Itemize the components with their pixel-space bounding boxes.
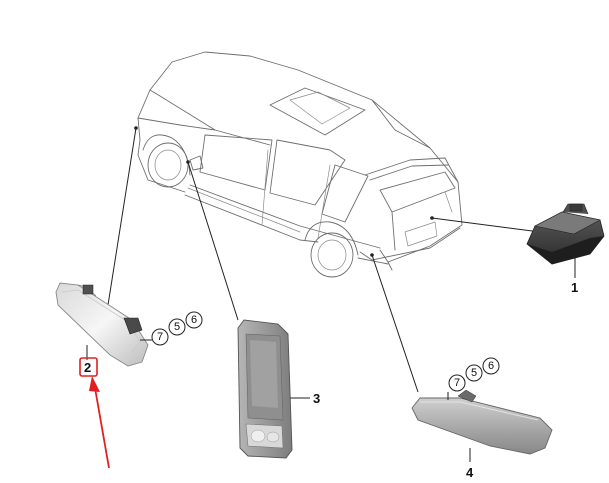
part-4-number: 4	[466, 465, 474, 480]
red-pointer-arrow	[89, 376, 110, 469]
anchor-dot-part-1	[430, 216, 434, 220]
part-4-ref-5: 5	[471, 367, 477, 379]
anchor-dot-part-3	[186, 160, 190, 164]
part-4-reference-circles: 7 5 6	[448, 357, 500, 392]
part-2-reference-circles: 7 5 6	[151, 311, 203, 346]
part-2-ref-5: 5	[174, 321, 180, 333]
leader-part-3	[187, 161, 239, 321]
part-2-number: 2	[84, 360, 91, 375]
part-3-number: 3	[313, 391, 320, 406]
part-2-ref-7: 7	[157, 331, 163, 343]
leader-part-4	[371, 254, 419, 393]
anchor-dot-part-2	[134, 126, 138, 130]
anchor-dot-part-4	[370, 253, 374, 257]
highlight-box	[79, 357, 98, 377]
leader-part-1	[431, 217, 541, 233]
part-4-ref-7: 7	[454, 377, 460, 389]
part-2-side-marker-lamp	[55, 282, 152, 367]
leader-lines	[107, 126, 541, 393]
leader-part-2	[107, 127, 137, 306]
part-2-ref-6: 6	[191, 314, 197, 326]
part-1-license-plate-lamp: 1	[526, 203, 605, 295]
vehicle-outline	[137, 51, 463, 278]
part-1-number: 1	[571, 280, 578, 295]
part-3-interior-lamp: 3	[237, 319, 320, 459]
part-2-callout-highlight: 2	[79, 345, 98, 377]
part-4-ref-6: 6	[488, 360, 494, 372]
part-4-rear-side-marker-lamp: 4	[411, 389, 553, 480]
